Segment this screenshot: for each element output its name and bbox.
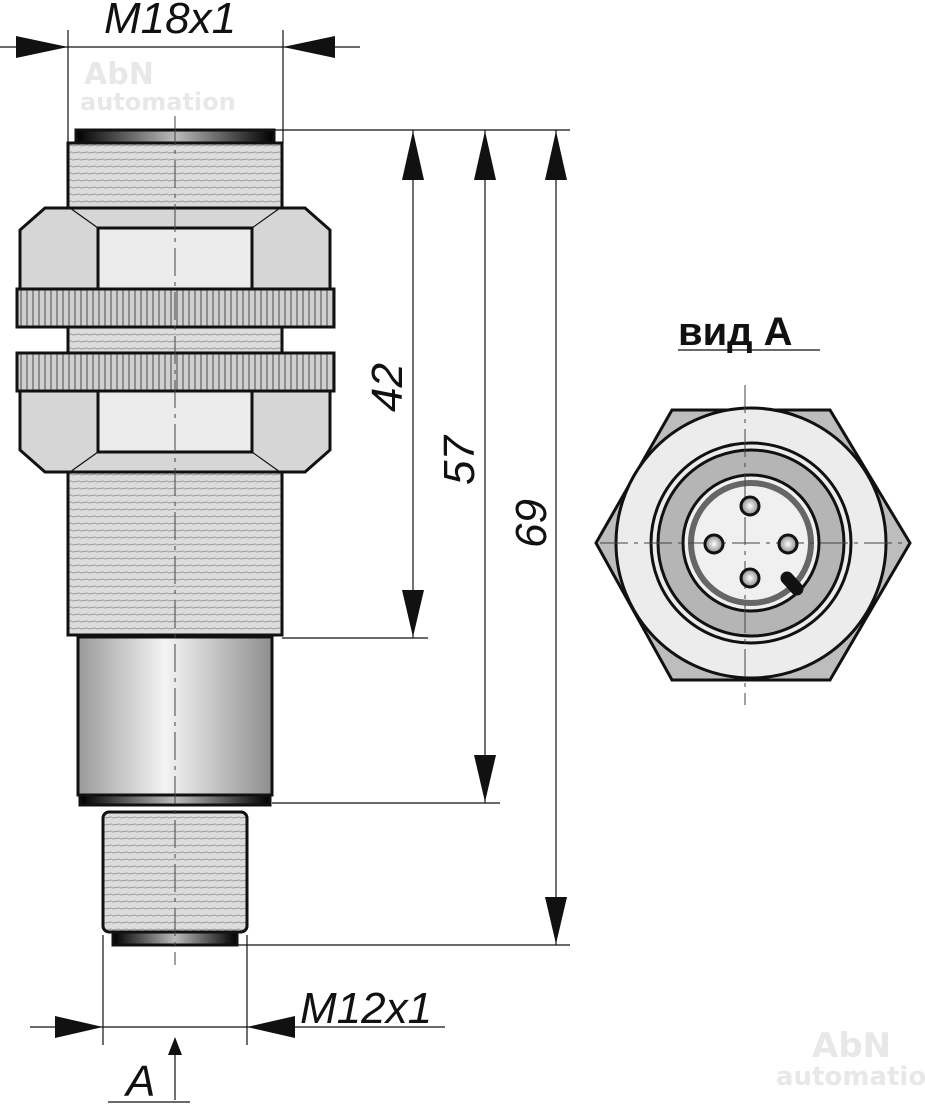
dimension-42: 42	[363, 130, 424, 638]
dimension-69: 69	[507, 130, 567, 945]
view-a-marker: A	[108, 1037, 190, 1106]
svg-text:A: A	[123, 1057, 155, 1106]
dimension-m12: M12x1	[30, 935, 445, 1045]
coding-key	[780, 571, 804, 596]
svg-text:automation: automation	[776, 1062, 925, 1092]
dimension-text: M18x1	[104, 0, 236, 43]
watermark-top-left: AbN automation	[80, 57, 236, 116]
extension-lines	[237, 129, 570, 946]
svg-text:69: 69	[507, 499, 556, 548]
svg-text:AbN: AbN	[812, 1026, 891, 1066]
view-a: вид А	[594, 310, 912, 705]
connector-pins	[703, 495, 799, 589]
svg-text:automation: automation	[80, 88, 236, 116]
svg-text:AbN: AbN	[84, 57, 154, 92]
sensor-side-view	[15, 116, 336, 965]
svg-text:42: 42	[363, 363, 412, 412]
dimension-57: 57	[435, 130, 496, 803]
dimension-text: M12x1	[300, 984, 432, 1033]
watermark-bottom-right: AbN automation	[776, 1026, 925, 1092]
view-a-label: вид А	[678, 310, 793, 354]
svg-text:57: 57	[435, 435, 484, 485]
dimension-m18: M18x1	[0, 0, 360, 143]
